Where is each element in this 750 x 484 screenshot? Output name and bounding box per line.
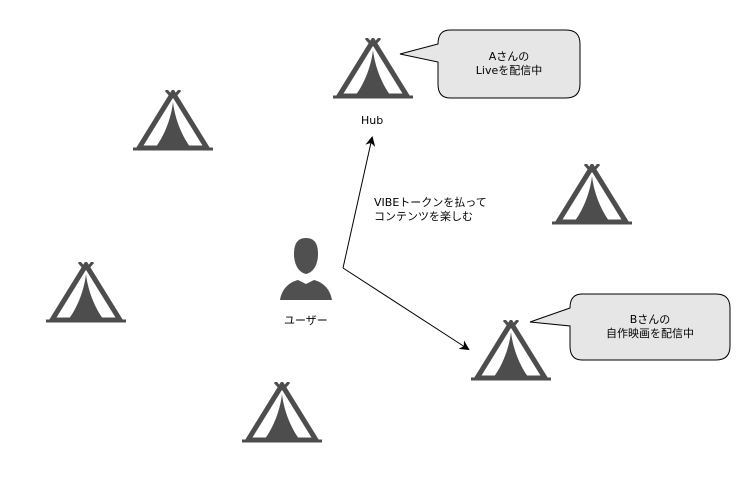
user-icon bbox=[280, 238, 332, 300]
bubble-b-line2: 自作映画を配信中 bbox=[606, 327, 694, 340]
speech-bubble-b bbox=[529, 293, 731, 361]
tent-icon bbox=[242, 382, 322, 441]
speech-bubble-a bbox=[399, 29, 581, 99]
bubble-a-line1: Aさんの bbox=[488, 50, 530, 63]
tent-icon bbox=[46, 262, 126, 321]
arrow-user-to-hub bbox=[342, 136, 376, 269]
user-label: ユーザー bbox=[284, 314, 328, 327]
hub-label: Hub bbox=[361, 114, 384, 127]
tent-icon bbox=[133, 90, 213, 149]
bubble-b-line1: Bさんの bbox=[629, 313, 671, 326]
edge-label-line1: VIBEトークンを払って bbox=[374, 196, 487, 209]
tent-b-icon bbox=[471, 320, 551, 379]
hub-tent-icon bbox=[333, 38, 413, 97]
bubble-a-line2: Liveを配信中 bbox=[475, 64, 543, 77]
edge-label-line2: コンテンツを楽しむ bbox=[374, 210, 473, 223]
tent-icon bbox=[552, 164, 632, 223]
arrow-user-to-b bbox=[342, 267, 470, 351]
